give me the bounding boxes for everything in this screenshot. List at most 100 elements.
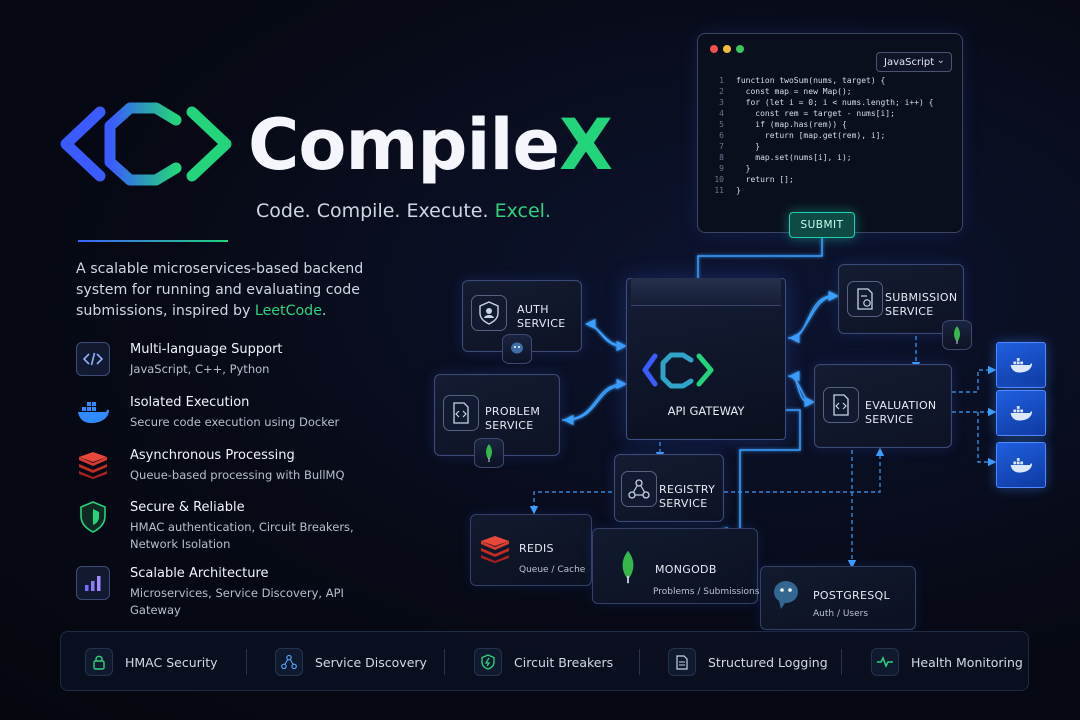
bottom-bar-separator xyxy=(639,649,640,675)
mongodb-label: MONGODB xyxy=(655,563,717,576)
line-number: 8 xyxy=(719,153,724,162)
brand-name: CompileX xyxy=(248,104,613,186)
feature-title: Asynchronous Processing xyxy=(130,448,295,463)
evaluation-service-label: EVALUATION xyxy=(865,399,937,412)
bottom-item-hmac-security: HMAC Security xyxy=(85,648,218,676)
code-line: 8 map.set(nums[i], i); xyxy=(708,152,933,163)
code-editor-window[interactable]: JavaScript ⌄ 1 function twoSum(nums, targ… xyxy=(697,33,963,233)
problem-service-label: PROBLEM xyxy=(485,405,541,418)
submission-service-label: SUBMISSION xyxy=(885,291,958,304)
postgres-icon xyxy=(502,334,532,364)
code-line: 2 const map = new Map(); xyxy=(708,86,933,97)
redis-sub: Queue / Cache xyxy=(519,565,586,575)
postgres-sub: Auth / Users xyxy=(813,609,869,619)
submit-button[interactable]: SUBMIT xyxy=(789,212,855,238)
code-text: } xyxy=(736,164,751,173)
bottom-bar-separator xyxy=(246,649,247,675)
code-line: 10 return []; xyxy=(708,174,933,185)
code-line: 5 if (map.has(rem)) { xyxy=(708,119,933,130)
bottom-feature-bar: HMAC Security Service Discovery Circuit … xyxy=(60,631,1029,691)
submission-service-sub: SERVICE xyxy=(885,305,934,318)
feature-title: Scalable Architecture xyxy=(130,566,269,581)
line-number: 10 xyxy=(714,175,724,184)
bottom-item-label: Structured Logging xyxy=(708,654,828,670)
bottom-item-label: Service Discovery xyxy=(315,654,427,670)
bottom-bar-separator xyxy=(444,649,445,675)
network-nodes-icon xyxy=(621,471,657,507)
mongodb-leaf-icon xyxy=(474,438,504,468)
code-line: 6 return [map.get(rem), i]; xyxy=(708,130,933,141)
line-number: 9 xyxy=(719,164,724,173)
postgres-db-node: POSTGRESQL Auth / Users xyxy=(760,566,916,630)
docker-container-icon xyxy=(996,342,1046,388)
description: A scalable microservices-based backend s… xyxy=(76,261,364,319)
bottom-item-label: Circuit Breakers xyxy=(514,654,614,670)
registry-service-sub: SERVICE xyxy=(659,497,708,510)
bottom-bar-separator xyxy=(841,649,842,675)
mongodb-node: MONGODB Problems / Submissions xyxy=(592,528,760,604)
feature-desc: JavaScript, C++, Python xyxy=(130,362,270,376)
line-number: 1 xyxy=(719,76,724,85)
auth-service-sub: SERVICE xyxy=(517,317,566,330)
bolt-shield-icon xyxy=(474,648,502,676)
window-minimize-dot[interactable] xyxy=(723,45,731,53)
window-close-dot[interactable] xyxy=(710,45,718,53)
api-gateway-label: API GATEWAY xyxy=(667,404,745,418)
redis-icon xyxy=(479,535,511,567)
mongodb-sub: Problems / Submissions xyxy=(653,587,760,597)
compilex-logo-icon xyxy=(60,102,232,186)
code-text: const rem = target - nums[i]; xyxy=(736,109,895,118)
line-number: 5 xyxy=(719,120,724,129)
compilex-mini-logo-icon xyxy=(642,352,714,389)
code-text: const map = new Map(); xyxy=(736,87,852,96)
feature-desc: Microservices, Service Discovery, API Ga… xyxy=(130,586,344,617)
code-line: 11} xyxy=(708,185,933,196)
line-number: 6 xyxy=(719,131,724,140)
user-shield-icon xyxy=(471,295,507,331)
redis-label: REDIS xyxy=(519,542,554,555)
auth-service-label: AUTH xyxy=(517,303,549,316)
line-number: 11 xyxy=(714,186,724,195)
docker-container-icon xyxy=(996,390,1046,436)
code-text: return [map.get(rem), i]; xyxy=(736,131,886,140)
code-line: 7 } xyxy=(708,141,933,152)
tagline: Code. Compile. Execute. Excel. xyxy=(256,200,551,222)
pulse-icon xyxy=(871,648,899,676)
feature-title: Isolated Execution xyxy=(130,395,250,410)
lock-icon xyxy=(85,648,113,676)
code-editor-content[interactable]: 1 function twoSum(nums, target) {2 const … xyxy=(708,75,933,196)
shield-icon xyxy=(76,500,110,534)
bottom-item-health-monitoring: Health Monitoring xyxy=(871,648,1023,676)
document-upload-icon xyxy=(847,281,883,317)
bottom-item-label: Health Monitoring xyxy=(911,654,1023,670)
code-text: if (map.has(rem)) { xyxy=(736,120,847,129)
mongodb-leaf-icon xyxy=(942,320,972,350)
postgres-label: POSTGRESQL xyxy=(813,589,890,602)
document-icon xyxy=(668,648,696,676)
evaluation-service-sub: SERVICE xyxy=(865,413,914,426)
docker-container-icon xyxy=(996,442,1046,488)
bottom-item-structured-logging: Structured Logging xyxy=(668,648,828,676)
chevron-down-icon: ⌄ xyxy=(936,55,945,66)
feature-title: Secure & Reliable xyxy=(130,500,245,515)
code-file-icon xyxy=(823,387,859,423)
code-text: for (let i = 0; i < nums.length; i++) { xyxy=(736,98,934,107)
redis-db-node: REDIS Queue / Cache xyxy=(470,514,592,586)
code-line: 3 for (let i = 0; i < nums.length; i++) … xyxy=(708,97,933,108)
code-text: map.set(nums[i], i); xyxy=(736,153,852,162)
code-text: } xyxy=(736,186,741,195)
window-maximize-dot[interactable] xyxy=(736,45,744,53)
language-select[interactable]: JavaScript ⌄ xyxy=(876,52,952,72)
docker-icon xyxy=(76,395,110,429)
code-text: return []; xyxy=(736,175,794,184)
line-number: 4 xyxy=(719,109,724,118)
code-line: 1 function twoSum(nums, target) { xyxy=(708,75,933,86)
bottom-item-label: HMAC Security xyxy=(125,654,218,670)
postgres-icon xyxy=(771,579,801,615)
feature-desc: Secure code execution using Docker xyxy=(130,415,340,429)
code-text: function twoSum(nums, target) { xyxy=(736,76,886,85)
problem-service-sub: SERVICE xyxy=(485,419,534,432)
